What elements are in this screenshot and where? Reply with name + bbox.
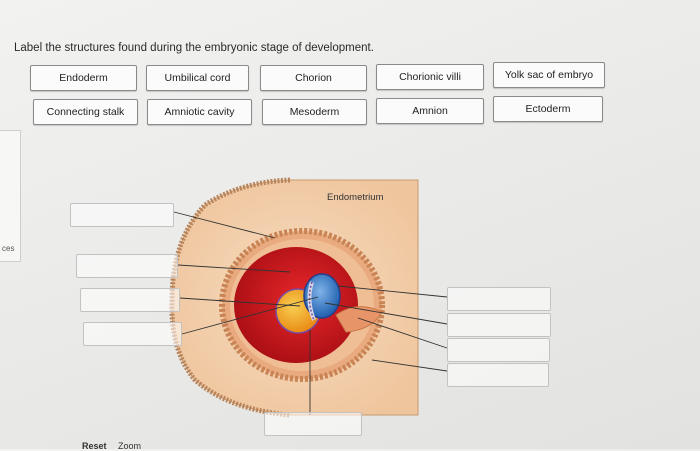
drop-target-right-4[interactable]: [447, 363, 549, 387]
zoom-button[interactable]: Zoom: [118, 441, 141, 451]
endometrium-label: Endometrium: [327, 192, 384, 203]
drop-target-bottom[interactable]: [264, 412, 362, 436]
drop-target-right-1[interactable]: [447, 287, 551, 311]
reset-button[interactable]: Reset: [82, 441, 107, 451]
drop-target-left-4[interactable]: [83, 322, 182, 346]
drop-target-right-3[interactable]: [447, 338, 550, 362]
drop-target-left-2[interactable]: [76, 254, 178, 278]
drop-target-right-2[interactable]: [447, 313, 551, 337]
drop-target-left-3[interactable]: [80, 288, 180, 312]
drop-target-left-1[interactable]: [70, 203, 174, 227]
